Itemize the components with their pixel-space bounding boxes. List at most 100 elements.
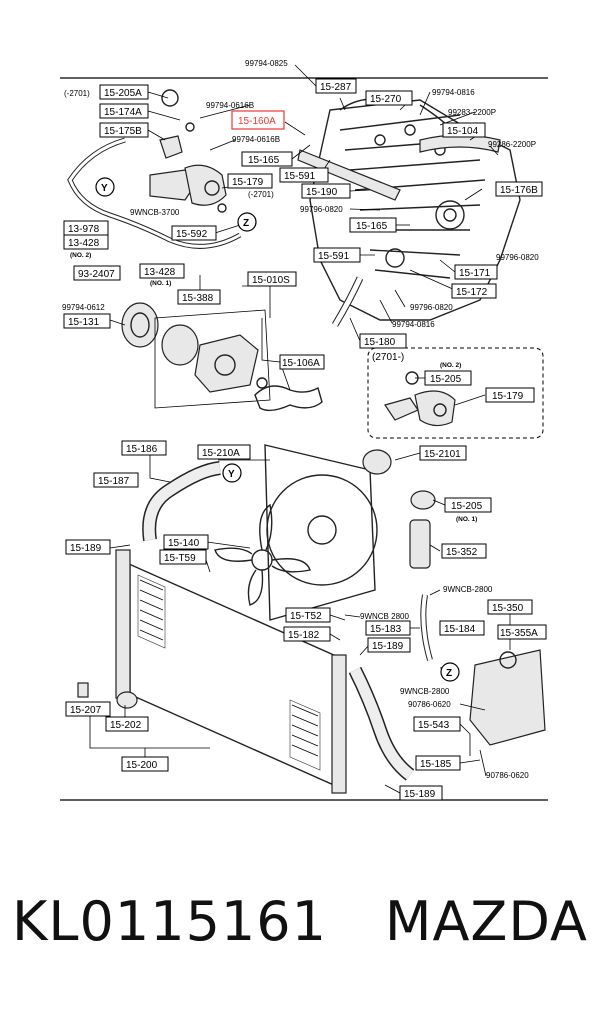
note-no1-a: (NO. 1) (150, 280, 171, 287)
svg-text:15-160A: 15-160A (238, 116, 276, 127)
svg-text:15-388: 15-388 (182, 293, 214, 304)
label-15-184: 15-184 (439, 620, 485, 636)
label-15-189-c: 15-189 (399, 785, 443, 801)
label-15-189-a: 15-189 (65, 539, 111, 555)
fan-motor-drawing (362, 449, 392, 475)
svg-text:15-355A: 15-355A (500, 628, 538, 639)
label-15-160A: 15-160A (231, 110, 285, 130)
svg-text:15-270: 15-270 (370, 94, 402, 105)
fan-shroud-drawing (264, 444, 378, 621)
label-15-187: 15-187 (93, 472, 139, 488)
svg-text:15-207: 15-207 (70, 705, 102, 716)
bypass-tube-drawing (297, 149, 401, 201)
label-13-978: 13-978 (63, 220, 109, 236)
note-no2-a: (NO. 2) (70, 252, 91, 259)
label-15-165-a: 15-165 (241, 151, 293, 167)
svg-text:15-174A: 15-174A (104, 107, 142, 118)
svg-text:15-189: 15-189 (404, 789, 436, 800)
label-15-182: 15-182 (283, 626, 331, 642)
label-15-202: 15-202 (105, 716, 149, 732)
label-15-010S: 15-010S (247, 271, 297, 287)
svg-text:15-179: 15-179 (492, 391, 524, 402)
svg-text:93-2407: 93-2407 (78, 269, 115, 280)
reservoir-tank-drawing (469, 649, 546, 746)
label-15-175B: 15-175B (99, 122, 149, 138)
label-15-350: 15-350 (487, 599, 533, 615)
svg-text:15-200: 15-200 (126, 760, 158, 771)
svg-text:15-205: 15-205 (430, 374, 462, 385)
radiator-drawing (115, 549, 347, 794)
svg-text:15-210A: 15-210A (202, 448, 240, 459)
svg-text:15-186: 15-186 (126, 444, 158, 455)
label-9WNCB-2800-b: 9WNCB 2800 (360, 612, 409, 621)
svg-text:Z: Z (243, 218, 249, 229)
cap-drawing (410, 490, 436, 510)
svg-text:15-352: 15-352 (446, 547, 478, 558)
svg-text:15-202: 15-202 (110, 720, 142, 731)
label-93-2407: 93-2407 (73, 265, 121, 281)
note-no1-b: (NO. 1) (456, 516, 477, 523)
svg-text:15-172: 15-172 (456, 287, 488, 298)
label-15-210A: 15-210A (197, 444, 251, 460)
group-code-b: (2701-) (372, 352, 404, 363)
label-15-352: 15-352 (441, 543, 487, 559)
label-15-190: 15-190 (301, 183, 351, 199)
label-15-186: 15-186 (121, 440, 167, 456)
mount-drawing (116, 691, 138, 709)
label-15-171: 15-171 (454, 264, 498, 280)
label-15-388: 15-388 (177, 289, 221, 305)
marker-y-2: Y (222, 463, 242, 483)
svg-text:Z: Z (446, 668, 452, 679)
label-15-543: 15-543 (413, 716, 461, 732)
label-99286-2200P: 99286-2200P (488, 140, 536, 149)
svg-text:15-184: 15-184 (444, 624, 476, 635)
svg-text:15-187: 15-187 (98, 476, 130, 487)
svg-text:15-180: 15-180 (364, 337, 396, 348)
svg-text:15-106A: 15-106A (282, 358, 320, 369)
label-15-172: 15-172 (451, 283, 497, 299)
label-15-205-b: 15-205 (424, 370, 472, 386)
label-15-179-b: 15-179 (485, 387, 535, 403)
svg-text:15-183: 15-183 (370, 624, 402, 635)
variant-box (367, 347, 544, 439)
label-15-207: 15-207 (65, 701, 111, 717)
svg-text:15-543: 15-543 (418, 720, 450, 731)
label-15-T52: 15-T52 (285, 607, 331, 623)
svg-text:15-591: 15-591 (318, 251, 350, 262)
svg-text:15-179: 15-179 (232, 177, 264, 188)
svg-text:15-131: 15-131 (68, 317, 100, 328)
brand-name: MAZDA (384, 890, 588, 953)
label-99794-0616B-2: 99794-0616B (232, 135, 280, 144)
label-13-428-a: 13-428 (63, 234, 109, 250)
svg-text:Y: Y (101, 183, 108, 194)
label-15-287: 15-287 (315, 78, 357, 94)
svg-text:15-205A: 15-205A (104, 88, 142, 99)
svg-text:15-189: 15-189 (70, 543, 102, 554)
svg-text:15-185: 15-185 (420, 759, 452, 770)
label-99794-0816-b: 99794-0816 (392, 320, 435, 329)
label-99794-0616B: 99794-0616B (206, 101, 254, 110)
label-15-205A: 15-205A (99, 84, 149, 100)
svg-text:15-175B: 15-175B (104, 126, 142, 137)
svg-text:15-2101: 15-2101 (424, 449, 461, 460)
label-15-176B: 15-176B (495, 181, 543, 197)
part-number: KL0115161 (12, 890, 327, 953)
svg-text:Y: Y (228, 469, 235, 480)
label-15-183: 15-183 (365, 620, 411, 636)
label-15-355A: 15-355A (497, 624, 547, 640)
marker-y-1: Y (95, 177, 115, 197)
label-15-592: 15-592 (171, 225, 217, 241)
label-9WNCB-2800-c: 9WNCB-2800 (400, 687, 450, 696)
label-99796-0820-a: 99796-0820 (300, 205, 343, 214)
label-15-174A: 15-174A (99, 103, 149, 119)
label-15-106A: 15-106A (279, 354, 325, 370)
label-15-140: 15-140 (163, 534, 209, 550)
drain-plug-drawing (77, 682, 89, 698)
svg-text:15-189: 15-189 (372, 641, 404, 652)
label-99794-0612: 99794-0612 (62, 303, 105, 312)
label-15-2101: 15-2101 (419, 445, 467, 461)
svg-text:13-428: 13-428 (68, 238, 100, 249)
fan-drawing (214, 503, 311, 606)
parts-diagram: (-2701) (60, 59, 548, 801)
label-13-428-b: 13-428 (139, 263, 185, 279)
